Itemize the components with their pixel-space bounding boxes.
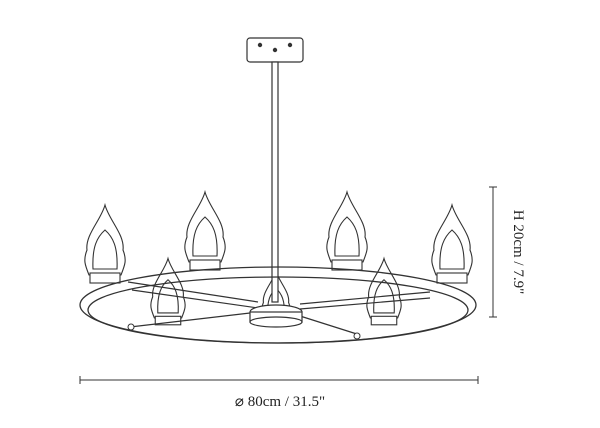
flame-candle bbox=[150, 256, 186, 326]
width-dimension-line bbox=[79, 376, 479, 384]
height-label: H 20cm / 7.9" bbox=[510, 210, 526, 294]
height-dimension-line bbox=[489, 186, 497, 318]
center-hub bbox=[249, 304, 303, 328]
spokes bbox=[127, 281, 431, 336]
down-rod bbox=[271, 61, 279, 303]
canopy bbox=[246, 37, 304, 63]
flame-candle bbox=[184, 189, 226, 271]
ring bbox=[79, 266, 477, 344]
flame-candle bbox=[326, 189, 368, 271]
ring-bolts bbox=[127, 323, 361, 340]
flame-candle bbox=[84, 202, 126, 284]
flame-candle bbox=[366, 256, 402, 326]
flame-candle bbox=[431, 202, 473, 284]
diameter-label: ⌀ 80cm / 31.5" bbox=[235, 394, 325, 410]
